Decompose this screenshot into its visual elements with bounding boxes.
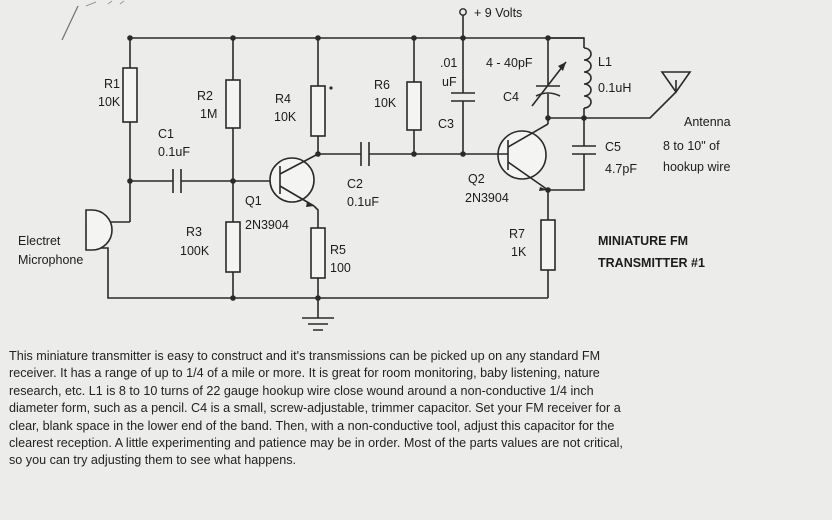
junction-dot [411, 35, 417, 41]
junction-dot [460, 35, 466, 41]
r4-value: 10K [274, 110, 297, 124]
q2-ref: Q2 [468, 172, 485, 186]
supply-label: + 9 Volts [474, 6, 522, 20]
c3-value: .01 [440, 56, 457, 70]
c4-ref: C4 [503, 90, 519, 104]
c3-capacitor [451, 92, 475, 102]
microphone-icon [85, 209, 113, 251]
r2-value: 1M [200, 107, 217, 121]
r6-value: 10K [374, 96, 397, 110]
c4-value: 4 - 40pF [486, 56, 533, 70]
scan-mark [61, 5, 79, 41]
q1-part: 2N3904 [245, 218, 289, 232]
r4-ref: R4 [275, 92, 291, 106]
ground-icon [302, 298, 334, 331]
c5-capacitor [572, 145, 596, 155]
r1-ref: R1 [104, 77, 120, 91]
r1-resistor [122, 67, 138, 123]
wire [548, 37, 585, 48]
q1-emitter-arrow [306, 202, 314, 207]
junction-dot [460, 151, 466, 157]
q1-transistor [269, 157, 315, 203]
junction-dot [230, 35, 236, 41]
q2-leads [498, 123, 549, 191]
q2-part: 2N3904 [465, 191, 509, 205]
antenna-wire [584, 80, 677, 119]
r2-resistor [225, 79, 241, 129]
description-text: This miniature transmitter is easy to co… [9, 349, 623, 468]
r7-value: 1K [511, 245, 527, 259]
c4-trimmer-arrow [531, 61, 567, 107]
c3-ref: C3 [438, 117, 454, 131]
junction-dot [315, 35, 321, 41]
wire [100, 221, 130, 299]
supply-terminal [459, 8, 467, 16]
r5-resistor [310, 227, 326, 279]
antenna-label: Antenna [684, 115, 731, 129]
l1-ref: L1 [598, 55, 612, 69]
r6-resistor [406, 81, 422, 131]
scan-mark [85, 0, 125, 7]
r4-resistor [310, 85, 326, 137]
c5-ref: C5 [605, 140, 621, 154]
junction-dot [230, 295, 236, 301]
r2-ref: R2 [197, 89, 213, 103]
l1-inductor [583, 47, 592, 109]
r3-resistor [225, 221, 241, 273]
r6-ref: R6 [374, 78, 390, 92]
r3-value: 100K [180, 244, 210, 258]
antenna-note: 8 to 10" of [663, 139, 720, 153]
c1-capacitor [172, 169, 182, 193]
microphone-label: Electret [18, 234, 61, 248]
q1-leads [279, 153, 319, 207]
q2-transistor [497, 130, 547, 180]
junction-dot [127, 35, 133, 41]
microphone-label: Microphone [18, 253, 83, 267]
c4-capacitor [535, 92, 561, 97]
c2-capacitor [360, 142, 370, 166]
c4-trimmer-arrowhead [558, 62, 566, 71]
c1-ref: C1 [158, 127, 174, 141]
c2-ref: C2 [347, 177, 363, 191]
c5-value: 4.7pF [605, 162, 637, 176]
scan-mark [329, 86, 333, 90]
wire [313, 205, 319, 298]
r5-ref: R5 [330, 243, 346, 257]
c3-value: uF [442, 75, 457, 89]
diagram-title: MINIATURE FM [598, 234, 688, 248]
q1-ref: Q1 [245, 194, 262, 208]
c2-value: 0.1uF [347, 195, 379, 209]
antenna-note: hookup wire [663, 160, 730, 174]
diagram-title: TRANSMITTER #1 [598, 256, 705, 270]
wire [548, 108, 585, 119]
r7-ref: R7 [509, 227, 525, 241]
wire [548, 118, 585, 191]
r3-ref: R3 [186, 225, 202, 239]
c1-value: 0.1uF [158, 145, 190, 159]
antenna-icon [660, 71, 692, 94]
r5-value: 100 [330, 261, 351, 275]
r1-value: 10K [98, 95, 121, 109]
r7-resistor [540, 219, 556, 271]
l1-value: 0.1uH [598, 81, 631, 95]
